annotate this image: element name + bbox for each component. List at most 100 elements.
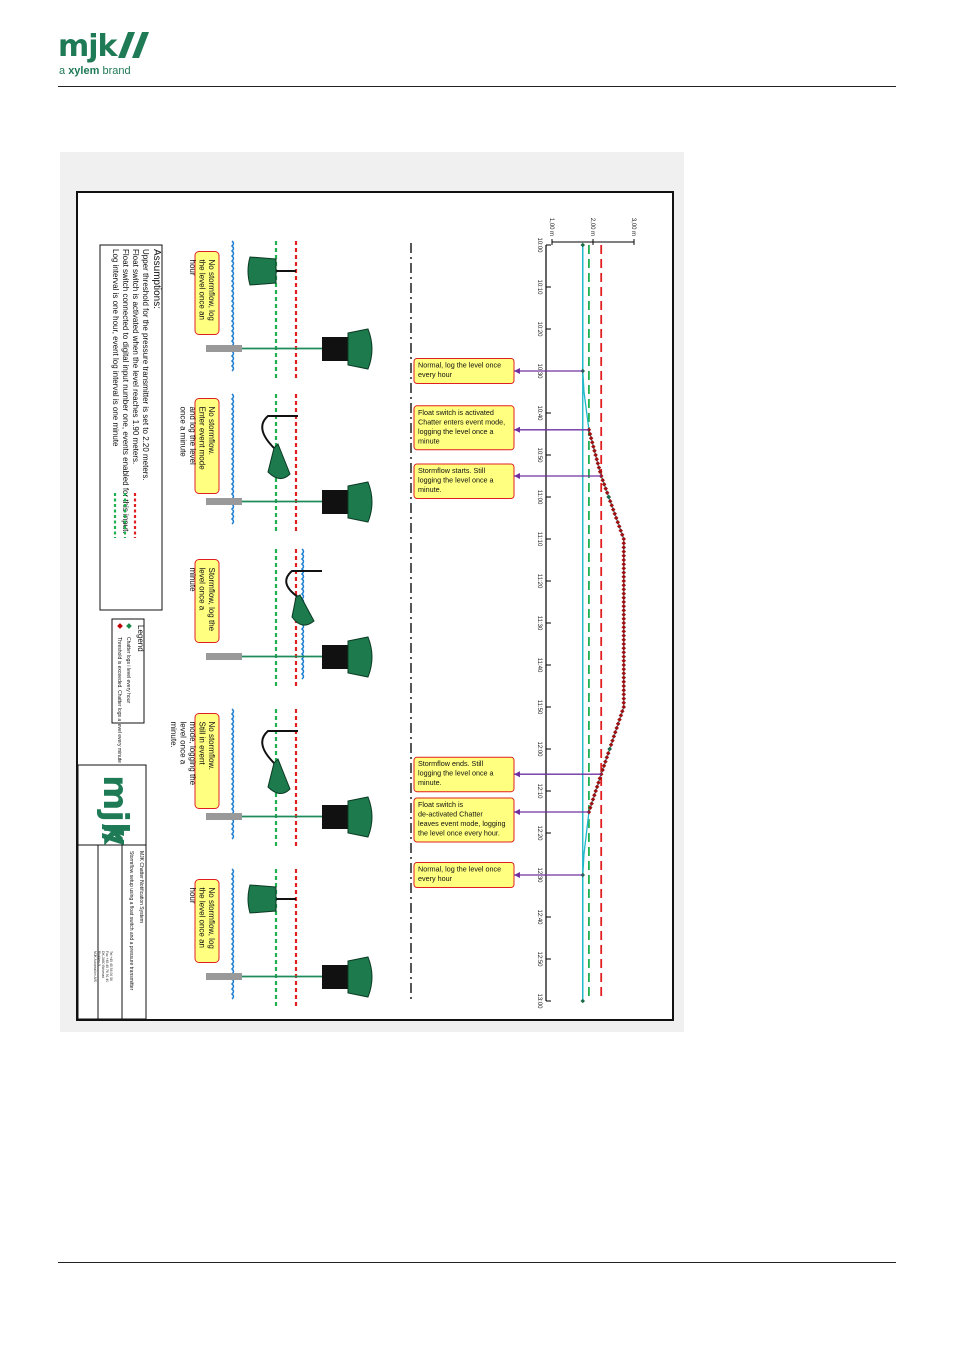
text-line: Enter event mode <box>198 407 207 471</box>
assumptions-title: Assumptions: <box>151 249 162 309</box>
event-log-point <box>619 532 625 538</box>
time-tick-label: 12:40 <box>536 909 542 925</box>
title-block-logo: mjk <box>95 775 135 846</box>
title-block-system: MJK Chatter Notification System <box>138 851 144 923</box>
event-log-point <box>609 503 614 508</box>
event-log-point <box>621 637 627 643</box>
event-log-point <box>621 553 627 559</box>
event-log-point <box>607 498 613 504</box>
event-log-point <box>621 574 627 580</box>
event-log-point <box>621 595 627 601</box>
text-block: Stormflow, log thelevel once aminute <box>188 568 216 632</box>
assumption-line: Log interval is one hour, event log inte… <box>111 249 120 447</box>
text-line: logging the level once a <box>418 427 494 436</box>
tick-text: 1,00 m <box>548 218 554 236</box>
text-line: and log the level <box>188 407 197 465</box>
assumptions-text: Assumptions:Upper threshold for the pres… <box>111 249 162 534</box>
company-logo: mjk a xylem brand <box>58 30 208 80</box>
text-line: minute. <box>418 485 442 494</box>
manhole-base-icon <box>322 337 348 361</box>
float-switch-icon <box>267 758 291 794</box>
text-block: No stormflow, logthe level once anhour <box>188 260 216 321</box>
pressure-transmitter-icon <box>206 345 242 352</box>
text-line: minute. <box>418 778 442 787</box>
time-tick-label: 10:50 <box>536 447 542 463</box>
tagline-brand: xylem <box>68 65 100 77</box>
manhole-cover-icon <box>347 636 373 678</box>
event-log-point <box>614 725 619 731</box>
tick-text: 12:00 <box>536 741 542 757</box>
event-log-point <box>618 528 624 533</box>
text-line: minute <box>188 568 197 593</box>
event-log-point <box>621 633 627 638</box>
event-log-point <box>621 700 627 706</box>
text-line: every hour <box>418 370 453 379</box>
scenario-panel: No stormflow, logthe level once anhour <box>188 240 373 379</box>
text-line: Float switch is <box>418 800 464 809</box>
arrow-head-icon <box>514 368 520 374</box>
hourly-log-point <box>580 242 586 248</box>
event-log-point <box>589 440 595 445</box>
text-line: minute <box>418 436 440 445</box>
event-log-point <box>621 578 627 584</box>
tick-text: 12:40 <box>536 909 542 925</box>
pressure-transmitter-icon <box>206 813 242 820</box>
float-cable <box>285 570 322 598</box>
tick-text: 12:10 <box>536 783 542 799</box>
time-tick-label: 12:20 <box>536 825 542 841</box>
assumptions-frame <box>99 244 163 611</box>
scenario-callout <box>194 251 220 335</box>
text-line: leaves event mode, logging <box>418 819 506 828</box>
text-line: Chatter enters event mode, <box>418 417 505 426</box>
text-line: No stormflow, log <box>207 260 216 321</box>
text-line: the level once every hour. <box>418 829 500 838</box>
scenario-text: Stormflow, log thelevel once aminute <box>188 568 216 632</box>
scenario-text: No stormflow.Enter event modeand log the… <box>179 407 217 471</box>
text-line: the level once an <box>198 888 207 949</box>
time-tick-label: 10:10 <box>536 279 542 295</box>
scenario-panel: No stormflow, logthe level once anhour <box>188 868 373 1007</box>
arrow-head-icon <box>514 872 520 878</box>
event-log-point <box>621 566 627 571</box>
event-log-point <box>621 540 627 546</box>
tick-text: 13:00 <box>536 993 542 1009</box>
event-log-point <box>621 654 627 659</box>
event-log-point <box>595 461 601 466</box>
text-line: level once a <box>179 722 188 765</box>
arrow-head-icon <box>514 426 520 433</box>
diagram-subtitle: Stormflow setup using a float switch and… <box>128 851 134 991</box>
title-block-slash-icon <box>102 824 124 836</box>
event-log-point <box>621 545 627 550</box>
text-line: level once a <box>198 568 207 611</box>
title-block-subtitle: Stormflow setup using a float switch and… <box>128 851 134 991</box>
event-log-point <box>620 708 625 714</box>
legend-marker-icon <box>126 623 132 629</box>
brand-tagline: a xylem brand <box>59 65 131 77</box>
event-log-point <box>596 780 601 785</box>
float-switch-icon <box>247 884 277 914</box>
text-line: once a minute <box>179 407 188 458</box>
title-block-slash-icon <box>102 833 124 845</box>
event-log-point <box>596 465 602 470</box>
tick-text: 11:50 <box>536 700 542 715</box>
time-tick-label: 10:00 <box>536 237 542 253</box>
event-log-point <box>621 683 627 689</box>
float-cable <box>261 415 298 449</box>
tick-text: 12:20 <box>536 825 542 841</box>
text-line: No stormflow, log <box>207 888 216 949</box>
tick-text: 12:50 <box>536 951 542 967</box>
event-log-point <box>608 742 614 748</box>
diagram-canvas: 10:0010:1010:2010:3010:4010:5011:0011:10… <box>78 218 636 1019</box>
float-switch-icon <box>267 443 291 479</box>
event-log-point <box>603 486 608 491</box>
legend-title: Legend <box>136 625 145 652</box>
scenario-panel: Stormflow, log thelevel once aminute <box>188 548 373 687</box>
tick-text: 10:00 <box>536 237 542 253</box>
event-log-point <box>621 612 627 617</box>
time-tick-label: 11:40 <box>536 658 542 673</box>
